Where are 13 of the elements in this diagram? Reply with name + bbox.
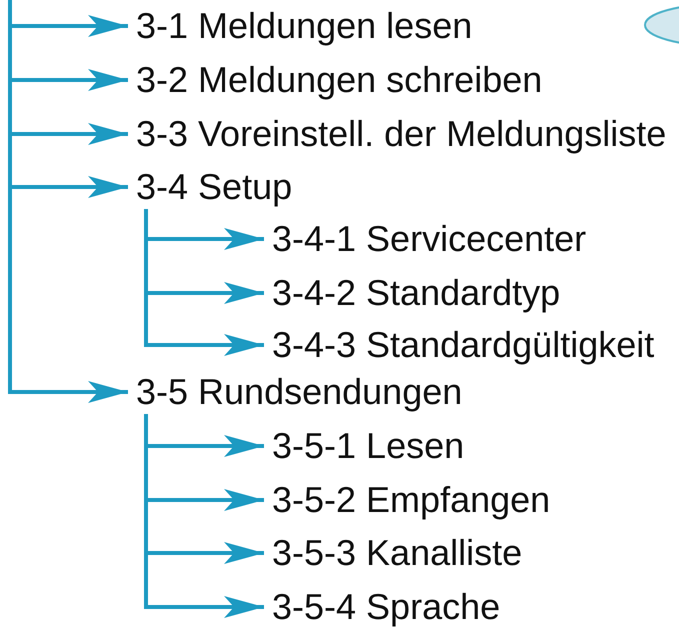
menu-item: 3-3 Voreinstell. der Meldungsliste: [128, 112, 666, 156]
menu-item: 3-5-3 Kanalliste: [264, 531, 522, 575]
menu-item: 3-2 Meldungen schreiben: [128, 58, 542, 102]
menu-item: 3-5-2 Empfangen: [264, 478, 550, 522]
menu-item: 3-4 Setup: [128, 165, 292, 209]
arrow: [8, 0, 128, 403]
menu-item: 3-4-2 Standardtyp: [264, 271, 560, 315]
menu-item: 3-5-4 Sprache: [264, 585, 500, 629]
menu-item: 3-5-1 Lesen: [264, 424, 464, 468]
menu-item: 3-1 Meldungen lesen: [128, 4, 472, 48]
menu-item: 3-4-3 Standardgültigkeit: [264, 323, 654, 367]
menu-item: 3-5 Rundsendungen: [128, 370, 462, 414]
menu-item: 3-4-1 Servicecenter: [264, 217, 586, 261]
